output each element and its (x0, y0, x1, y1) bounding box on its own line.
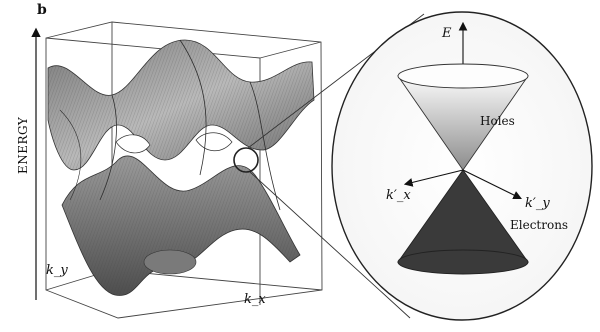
dirac-point-highlight-circle (233, 147, 259, 173)
electrons-cone (397, 169, 529, 275)
kx-prime-axis (403, 169, 464, 187)
energy-axis-label: ENERGY (16, 116, 30, 174)
inset-energy-label: E (442, 26, 452, 41)
band-structure-surface (47, 39, 315, 296)
ky-axis-label: k_y (46, 263, 68, 278)
holes-cone (397, 63, 529, 171)
kx-prime-label: k′_x (386, 188, 411, 203)
electrons-label: Electrons (510, 218, 569, 232)
ky-prime-axis (462, 169, 522, 200)
ky-prime-label: k′_y (525, 196, 550, 211)
holes-label: Holes (480, 114, 515, 128)
panel-label: b (37, 2, 47, 18)
zoom-line-lower (249, 171, 411, 319)
kx-axis-label: k_x (244, 292, 266, 307)
